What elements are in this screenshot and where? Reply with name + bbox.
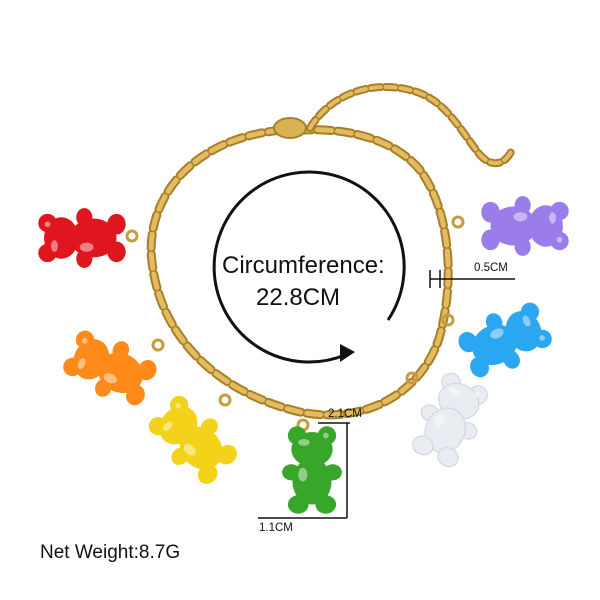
bear-charm-orange — [57, 322, 163, 414]
bear-charm-red — [38, 208, 126, 268]
dimension-line-chain-width — [429, 270, 515, 288]
charm-width-label: 1.1CM — [259, 522, 293, 534]
net-weight-label: Net Weight:8.7G — [40, 542, 181, 563]
bear-charm-blue — [452, 294, 558, 386]
chain-width-label: 0.5CM — [474, 262, 508, 274]
circumference-arrow-icon — [212, 170, 406, 364]
charm-height-label: 2.1CM — [328, 408, 362, 420]
chain — [125, 83, 516, 432]
circumference-value: 22.8CM — [256, 284, 341, 311]
bear-charm-green — [282, 426, 342, 514]
clasp-icon — [273, 117, 307, 139]
dimension-line-charm-height — [318, 422, 350, 518]
bear-charm-white — [403, 367, 497, 473]
bear-charm-purple — [481, 196, 569, 256]
circumference-label: Circumference: — [222, 252, 385, 279]
